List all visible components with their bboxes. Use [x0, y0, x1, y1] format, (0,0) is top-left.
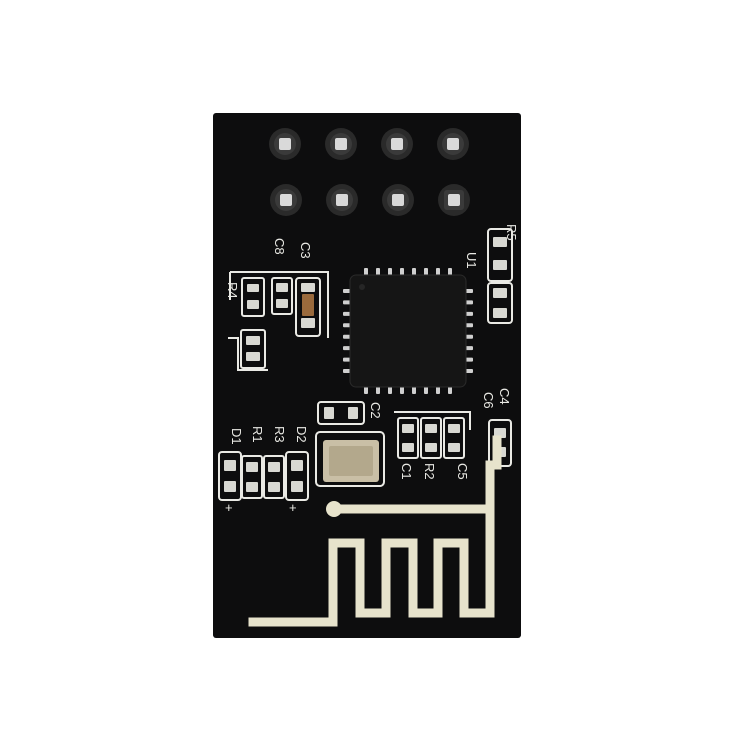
smd-pad [224, 460, 236, 471]
antenna-feed-point [326, 501, 342, 517]
silk-label-r1: R1 [250, 426, 265, 443]
component-group-r5 [487, 228, 513, 324]
smd-pad [247, 300, 259, 309]
smd-pad [324, 407, 334, 419]
smd-pad [291, 481, 303, 492]
smd-pad [425, 443, 437, 452]
silk-label-r4: R4 [225, 282, 240, 299]
led-group-d1-d2 [218, 451, 309, 501]
smd-pad [276, 283, 288, 292]
header-pin [269, 128, 301, 160]
smd-pad [268, 482, 280, 492]
silk-label-c8: C8 [272, 238, 287, 255]
silk-label-c1: C1 [399, 463, 414, 480]
silk-label-c4: C4 [497, 388, 512, 405]
smd-pad [402, 443, 414, 452]
silk-label-c5: C5 [455, 463, 470, 480]
smd-pad [402, 424, 414, 433]
header-pin-square [438, 184, 470, 216]
silk-label-d1: D1 [229, 428, 244, 445]
smd-pad [493, 288, 507, 298]
silk-label-plus-left: + [225, 500, 233, 515]
smd-pad [348, 407, 358, 419]
component-group-c8-c3 [228, 271, 329, 371]
pcb-trace-antenna [248, 435, 502, 627]
smd-pad [448, 443, 460, 452]
silk-label-d2: D2 [294, 426, 309, 443]
silk-label-c3: C3 [298, 242, 313, 259]
header-pin [325, 128, 357, 160]
silk-label-plus-right: + [289, 500, 297, 515]
smd-pad [224, 481, 236, 492]
smd-pad [301, 318, 315, 328]
header-pin [270, 184, 302, 216]
capacitor-c3-body [302, 294, 314, 316]
smd-pad [246, 482, 258, 492]
smd-pad [247, 284, 259, 292]
smd-pad [448, 424, 460, 433]
smd-pad [246, 462, 258, 472]
header-pin [382, 184, 414, 216]
smd-pad [291, 460, 303, 471]
smd-pad [276, 299, 288, 308]
silk-label-c2: C2 [368, 402, 383, 419]
header-pin [326, 184, 358, 216]
smd-pad [493, 237, 507, 247]
smd-pad [493, 308, 507, 318]
smd-pad [425, 424, 437, 433]
smd-pad [268, 462, 280, 472]
ic-chip-u1 [343, 268, 473, 394]
component-c2-outline [317, 401, 365, 425]
silk-label-u1: U1 [464, 252, 479, 269]
smd-pad [246, 336, 260, 345]
smd-pad [246, 352, 260, 361]
crystal-oscillator [315, 431, 385, 487]
header-pin [437, 128, 469, 160]
header-pin [381, 128, 413, 160]
smd-pad [301, 283, 315, 292]
component-group-c1-r2-c5 [394, 411, 512, 467]
pin-header [269, 128, 470, 216]
silk-label-r3: R3 [272, 426, 287, 443]
silk-label-c6: C6 [481, 392, 496, 409]
silk-label-r5: R5 [504, 224, 519, 241]
silk-label-r2: R2 [422, 463, 437, 480]
smd-pad [493, 260, 507, 270]
